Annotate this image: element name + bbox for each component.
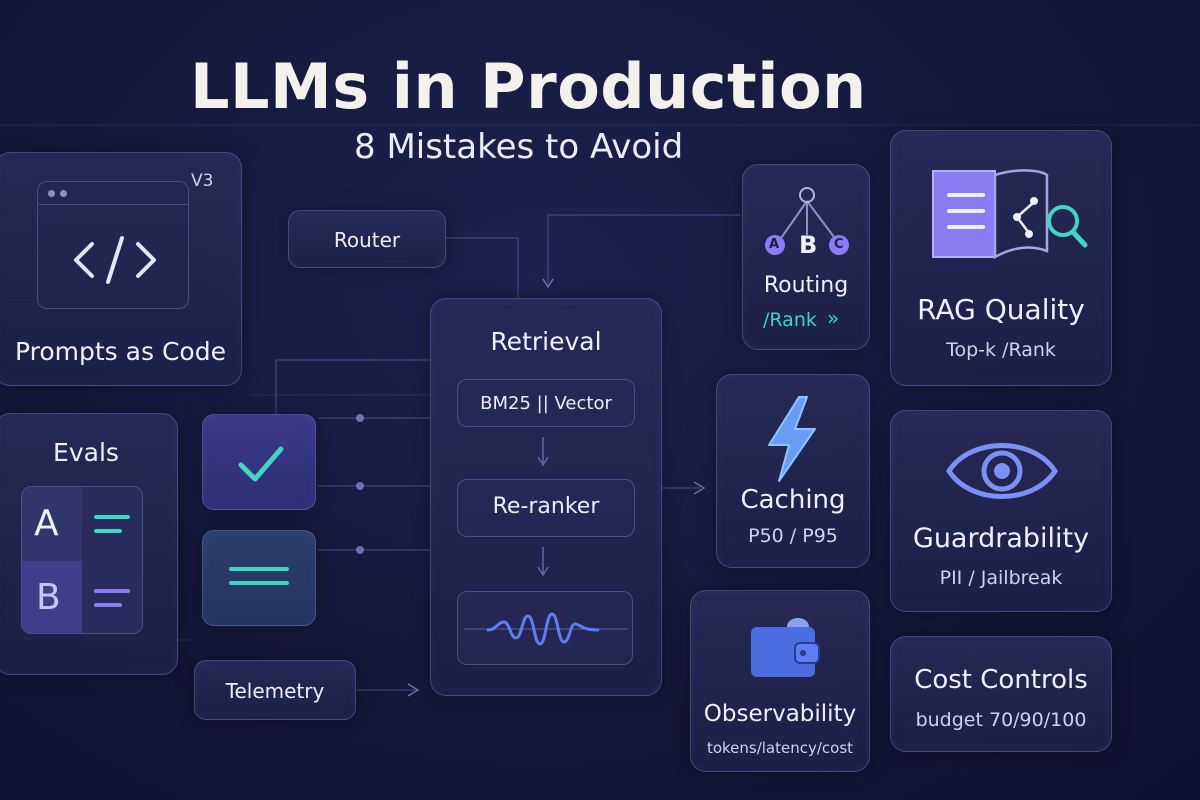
telemetry-node: Telemetry [194, 660, 356, 720]
card-cost-controls: Cost Controls budget 70/90/100 [890, 636, 1112, 752]
observability-label: Observability [703, 701, 857, 727]
reranker-box: Re-ranker [457, 479, 635, 537]
lines-icon [229, 567, 289, 571]
page-title: LLMs in Production [190, 50, 867, 123]
variant-a-label: A [34, 503, 59, 544]
check-icon [238, 446, 284, 482]
routing-label: Routing [763, 273, 849, 298]
rag-quality-sub: Top-k /Rank [946, 339, 1056, 361]
double-chevron-icon: » [827, 306, 840, 330]
lightning-icon [768, 396, 816, 482]
prompts-label: Prompts as Code [15, 337, 226, 366]
cost-controls-label: Cost Controls [914, 665, 1088, 695]
routing-node-a: A [769, 237, 780, 252]
guardrability-sub: PII / Jailbreak [939, 567, 1063, 589]
waveform-box [457, 591, 633, 665]
eye-icon [946, 443, 1058, 499]
caching-sub: P50 / P95 [748, 525, 838, 547]
card-caching: Caching P50 / P95 [716, 374, 870, 568]
routing-sub: /Rank [763, 309, 817, 331]
cost-controls-sub: budget 70/90/100 [915, 709, 1087, 731]
routing-node-b: B [799, 231, 818, 259]
card-prompts-as-code: V3 Prompts as Code [0, 152, 242, 386]
list-node [202, 530, 316, 626]
hybrid-search-label: BM25 || Vector [480, 393, 612, 414]
router-node: Router [288, 210, 446, 268]
card-retrieval: Retrieval BM25 || Vector Re-ranker [430, 298, 662, 696]
rag-quality-label: RAG Quality [917, 293, 1085, 326]
card-evals: Evals A B [0, 413, 178, 675]
router-label: Router [333, 228, 401, 252]
telemetry-label: Telemetry [225, 679, 325, 703]
guardrability-label: Guardrability [912, 523, 1090, 554]
card-observability: Observability tokens/latency/cost [690, 590, 870, 772]
observability-sub: tokens/latency/cost [706, 739, 854, 757]
retrieval-label: Retrieval [490, 327, 602, 356]
reranker-label: Re-ranker [492, 494, 600, 519]
page-subtitle: 8 Mistakes to Avoid [354, 127, 684, 167]
check-node [202, 414, 316, 510]
code-window-icon [37, 181, 189, 309]
ab-test-icon: A B [21, 486, 143, 634]
version-badge: V3 [191, 171, 214, 191]
hybrid-search-box: BM25 || Vector [457, 379, 635, 427]
routing-node-c: C [834, 237, 844, 252]
evals-label: Evals [53, 438, 119, 467]
card-routing: A B C Routing /Rank » [742, 164, 870, 350]
variant-b-label: B [36, 577, 61, 618]
card-rag-quality: RAG Quality Top-k /Rank [890, 130, 1112, 386]
caching-label: Caching [740, 485, 846, 515]
wallet-icon [751, 618, 820, 677]
card-guardrability: Guardrability PII / Jailbreak [890, 410, 1112, 612]
book-search-icon [932, 169, 1088, 260]
waveform-icon [486, 612, 600, 646]
routing-tree-icon [765, 187, 849, 255]
